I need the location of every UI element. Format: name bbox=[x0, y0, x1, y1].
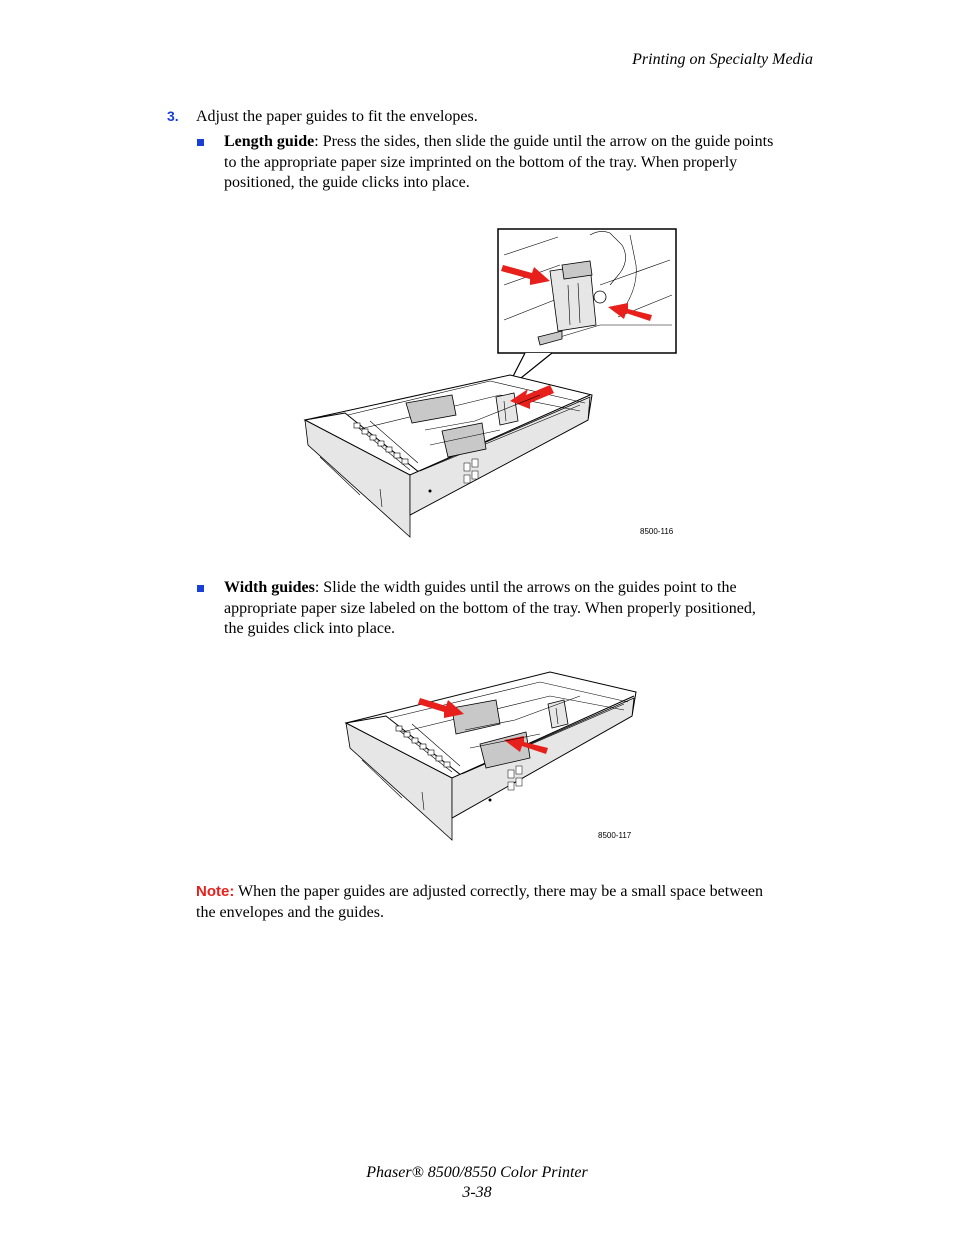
figure-width-guides bbox=[344, 671, 637, 841]
bullet-text: the guides click into place. bbox=[224, 620, 396, 637]
step-number: 3. bbox=[167, 108, 179, 124]
footer-product: Phaser® 8500/8550 Color Printer bbox=[366, 1164, 588, 1181]
note-label: Note: bbox=[196, 883, 235, 900]
figure-label: 8500-116 bbox=[640, 527, 674, 536]
bullet-term: Length guide bbox=[224, 133, 315, 150]
bullet-text: to the appropriate paper size imprinted … bbox=[224, 153, 738, 171]
bullet-text: positioned, the guide clicks into place. bbox=[224, 174, 470, 191]
page-number: 3-38 bbox=[462, 1184, 492, 1201]
figure-length-guide bbox=[303, 228, 677, 538]
note-text: When the paper guides are adjusted corre… bbox=[234, 883, 763, 900]
bullet-text: : Press the sides, then slide the guide … bbox=[314, 133, 774, 150]
bullet-width-guides: Width guides: Slide the width guides unt… bbox=[224, 578, 824, 640]
step-text: Adjust the paper guides to fit the envel… bbox=[196, 108, 478, 125]
bullet-text: appropriate paper size labeled on the bo… bbox=[224, 599, 756, 617]
bullet-marker bbox=[197, 585, 204, 592]
note: Note: When the paper guides are adjusted… bbox=[196, 882, 816, 923]
bullet-term: Width guides bbox=[224, 579, 315, 596]
figure-label: 8500-117 bbox=[598, 831, 632, 840]
bullet-marker bbox=[197, 139, 204, 146]
note-text: the envelopes and the guides. bbox=[196, 903, 384, 921]
bullet-length-guide: Length guide: Press the sides, then slid… bbox=[224, 132, 824, 194]
bullet-text: : Slide the width guides until the arrow… bbox=[314, 579, 737, 596]
running-header: Printing on Specialty Media bbox=[632, 51, 813, 68]
